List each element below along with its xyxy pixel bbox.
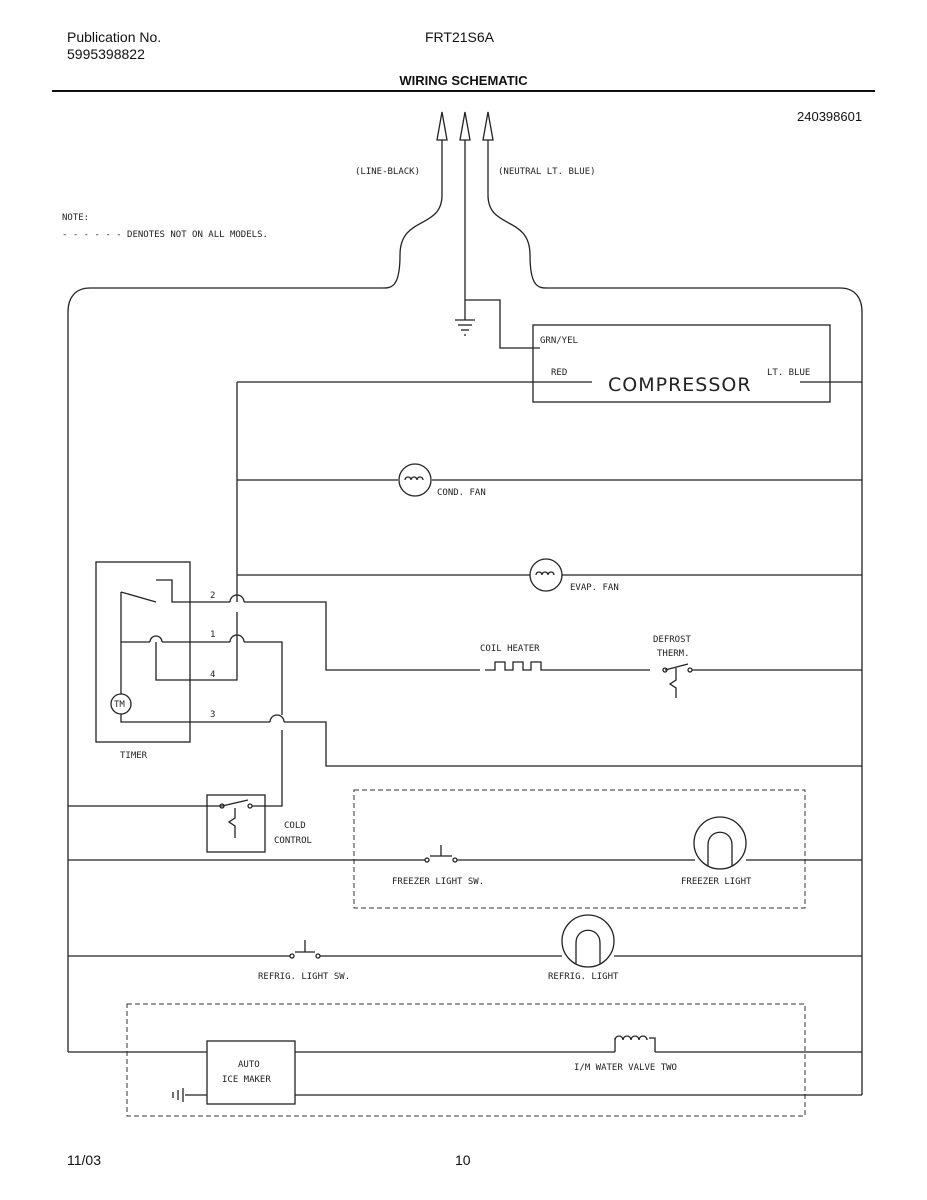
compressor-box (532, 324, 831, 403)
document-number: 240398601 (797, 109, 863, 124)
terminal-2: 2 (210, 591, 215, 601)
coil-heater (485, 661, 650, 671)
water-valve-label: I/M WATER VALVE TWO (574, 1063, 677, 1073)
ice-maker-box (206, 1040, 296, 1105)
cold-control-box (206, 794, 266, 853)
refrig-light-bulb (561, 914, 615, 968)
refrig-light-switch (289, 940, 321, 959)
ground-symbol (455, 319, 475, 336)
ice-maker-label-1: AUTO (238, 1060, 260, 1070)
ice-maker-ground (172, 1088, 184, 1102)
page-number: 10 (455, 1152, 471, 1168)
compressor-blue-label: LT. BLUE (767, 368, 810, 378)
refrig-light-label: REFRIG. LIGHT (548, 972, 619, 982)
publication-number: 5995398822 (67, 46, 145, 62)
neutral-label: (NEUTRAL LT. BLUE) (498, 167, 596, 177)
terminal-3: 3 (210, 710, 215, 720)
freezer-light-switch (424, 845, 458, 863)
terminal-4: 4 (210, 670, 215, 680)
ice-maker-dashed-box (126, 1003, 806, 1117)
cond-fan-label: COND. FAN (437, 488, 486, 498)
evap-fan-motor (529, 558, 563, 592)
publication-label: Publication No. (67, 29, 162, 45)
ice-maker-label-2: ICE MAKER (222, 1075, 271, 1085)
refrig-light-switch-label: REFRIG. LIGHT SW. (258, 972, 350, 982)
header-rule (52, 90, 875, 92)
timer-label: TIMER (120, 751, 148, 761)
timer-box (95, 561, 191, 743)
note-text: - - - - - - DENOTES NOT ON ALL MODELS. (62, 230, 268, 240)
terminal-1: 1 (210, 630, 215, 640)
model-number: FRT21S6A (425, 29, 494, 45)
freezer-light-dashed-box (353, 789, 806, 909)
water-valve-coil (614, 1035, 656, 1052)
timer-motor-label: TM (114, 700, 125, 710)
cold-control-label-2: CONTROL (274, 836, 312, 846)
note-label: NOTE: (62, 213, 89, 223)
freezer-light-bulb (693, 816, 747, 870)
cond-fan-motor (398, 463, 432, 497)
footer-date: 11/03 (67, 1152, 101, 1168)
defrost-thermostat (662, 663, 693, 698)
freezer-light-switch-label: FREEZER LIGHT SW. (392, 877, 484, 887)
defrost-label-2: THERM. (657, 649, 690, 659)
evap-fan-label: EVAP. FAN (570, 583, 619, 593)
compressor-label: COMPRESSOR (608, 374, 752, 396)
freezer-light-label: FREEZER LIGHT (681, 877, 752, 887)
line-label: (LINE-BLACK) (355, 167, 420, 177)
cold-control-label-1: COLD (284, 821, 306, 831)
defrost-label-1: DEFROST (653, 635, 692, 645)
compressor-red-label: RED (551, 368, 567, 378)
supply-arrows (67, 111, 863, 1095)
compressor-grn-label: GRN/YEL (540, 336, 578, 346)
coil-heater-label: COIL HEATER (480, 644, 540, 654)
page-title: WIRING SCHEMATIC (399, 73, 528, 88)
